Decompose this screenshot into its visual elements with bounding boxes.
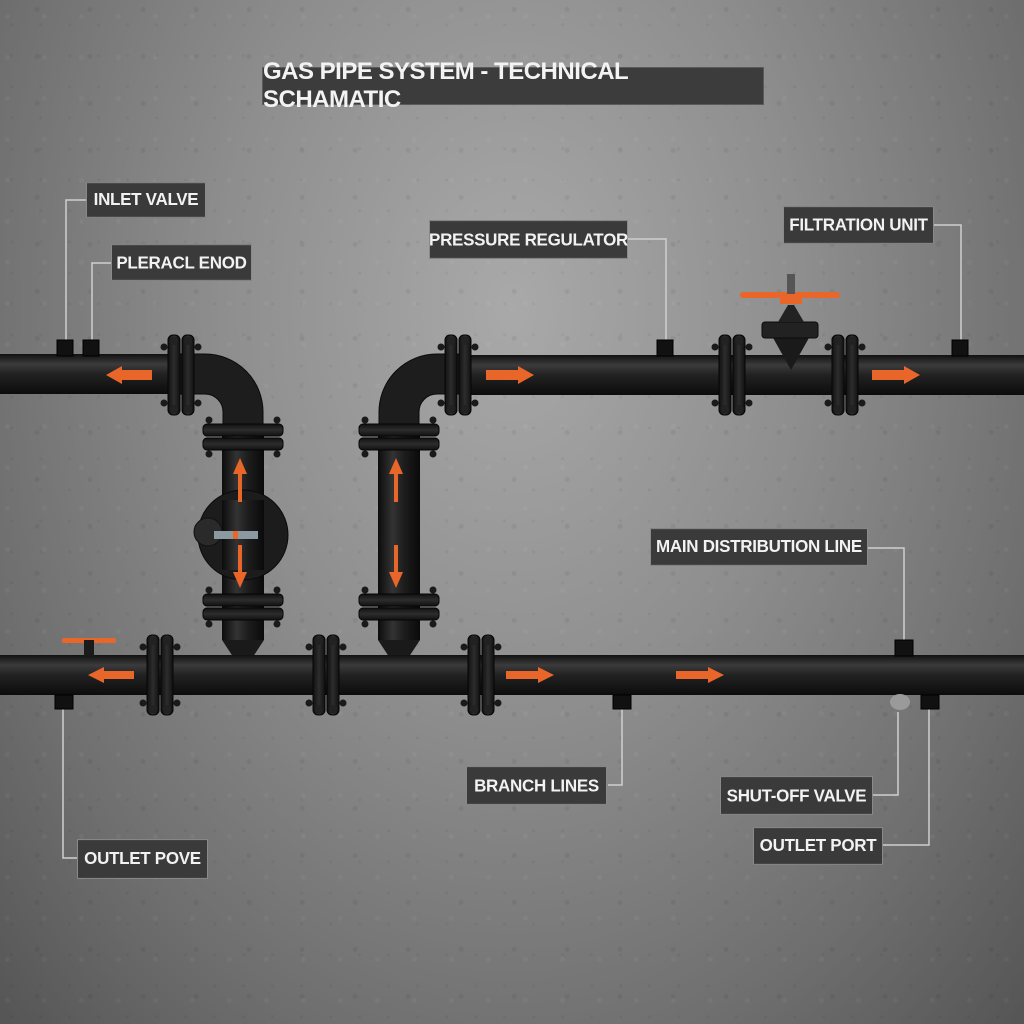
leader-lines (62, 199, 962, 859)
label-pleracl-enod: PLERACL ENOD (111, 244, 252, 281)
regulator-disc (193, 489, 289, 581)
gate-valve (740, 274, 840, 370)
label-inlet-valve: INLET VALVE (86, 182, 206, 218)
label-branch-lines: BRANCH LINES (466, 766, 607, 805)
small-valve (62, 638, 116, 656)
page-title: GAS PIPE SYSTEM - TECHNICAL SCHAMATIC (262, 58, 764, 113)
label-outlet-pove: OUTLET POVE (77, 839, 208, 879)
label-main-distribution-line: MAIN DISTRIBUTION LINE (650, 528, 868, 566)
flow-arrows (88, 366, 920, 683)
label-shut-off-valve: SHUT-OFF VALVE (720, 776, 873, 815)
label-pressure-regulator: PRESSURE REGULATOR (429, 220, 628, 259)
label-outlet-port: OUTLET PORT (753, 827, 883, 865)
label-filtration-unit: FILTRATION UNIT (783, 206, 934, 244)
